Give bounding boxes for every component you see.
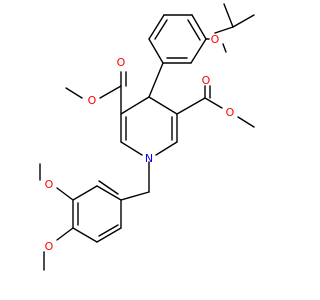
bond: [120, 96, 150, 115]
aryl-ring-bottom-bonds: [72, 180, 122, 243]
bond: [148, 38, 164, 64]
left-ester-bonds: [65, 71, 127, 115]
atom-label-oxygen: O: [202, 74, 211, 87]
bond: [155, 141, 178, 156]
atom-label-oxygen: O: [45, 240, 54, 253]
bond: [154, 19, 168, 40]
bond: [120, 141, 143, 156]
bond: [72, 185, 98, 201]
bond: [191, 14, 207, 40]
bond: [120, 191, 150, 201]
bond: [187, 19, 201, 41]
atom-label-oxygen: O: [88, 94, 97, 107]
bond: [56, 187, 74, 201]
bond: [214, 26, 234, 34]
atom-label-nitrogen: N: [145, 152, 153, 165]
atom-labels: O O O O O N O O: [45, 33, 235, 253]
atom-label-oxygen: O: [117, 56, 126, 69]
bond: [148, 14, 165, 40]
benzyl-linker-bonds: [120, 161, 150, 201]
bond: [72, 227, 98, 243]
bond: [204, 97, 223, 109]
methoxy-bonds: [39, 163, 74, 271]
bond: [232, 14, 255, 28]
bond: [56, 227, 74, 241]
bond: [98, 180, 119, 195]
atom-label-oxygen: O: [211, 33, 220, 46]
molecule-structure-diagram: O O O O O N O O: [39, 3, 255, 271]
bond: [223, 3, 234, 28]
isopropoxy-bonds: [205, 3, 255, 53]
bond: [96, 227, 122, 243]
dihydropyridine-ring-bonds: [120, 62, 178, 156]
bond: [99, 85, 122, 99]
bond: [148, 96, 178, 115]
aryl-ring-top-bonds: [148, 14, 207, 64]
right-ester-bonds: [176, 85, 255, 128]
bond: [148, 62, 164, 98]
bond: [237, 116, 255, 128]
bond: [98, 224, 119, 237]
bond: [190, 38, 207, 64]
atom-label-oxygen: O: [226, 106, 235, 119]
bond: [96, 185, 122, 201]
bond: [176, 97, 206, 115]
bond: [65, 87, 83, 99]
atom-label-oxygen: O: [45, 178, 54, 191]
bond: [222, 43, 227, 53]
